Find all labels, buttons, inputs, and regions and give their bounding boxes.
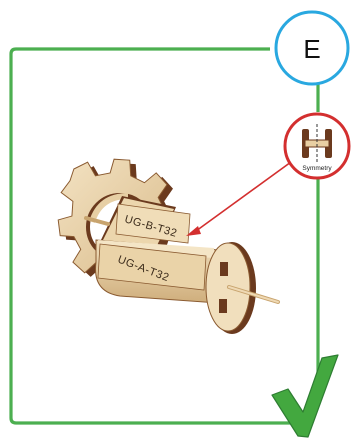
assembly-illustration: UG-B-T32 UG-A-T32 xyxy=(58,159,278,334)
symmetry-label: Symmetry xyxy=(302,165,332,172)
symmetry-callout: Symmetry xyxy=(186,114,349,236)
checkmark-icon xyxy=(272,355,338,437)
spool-part: UG-B-T32 UG-A-T32 xyxy=(86,196,278,334)
step-label: E xyxy=(303,34,320,64)
step-badge: E xyxy=(276,12,348,84)
